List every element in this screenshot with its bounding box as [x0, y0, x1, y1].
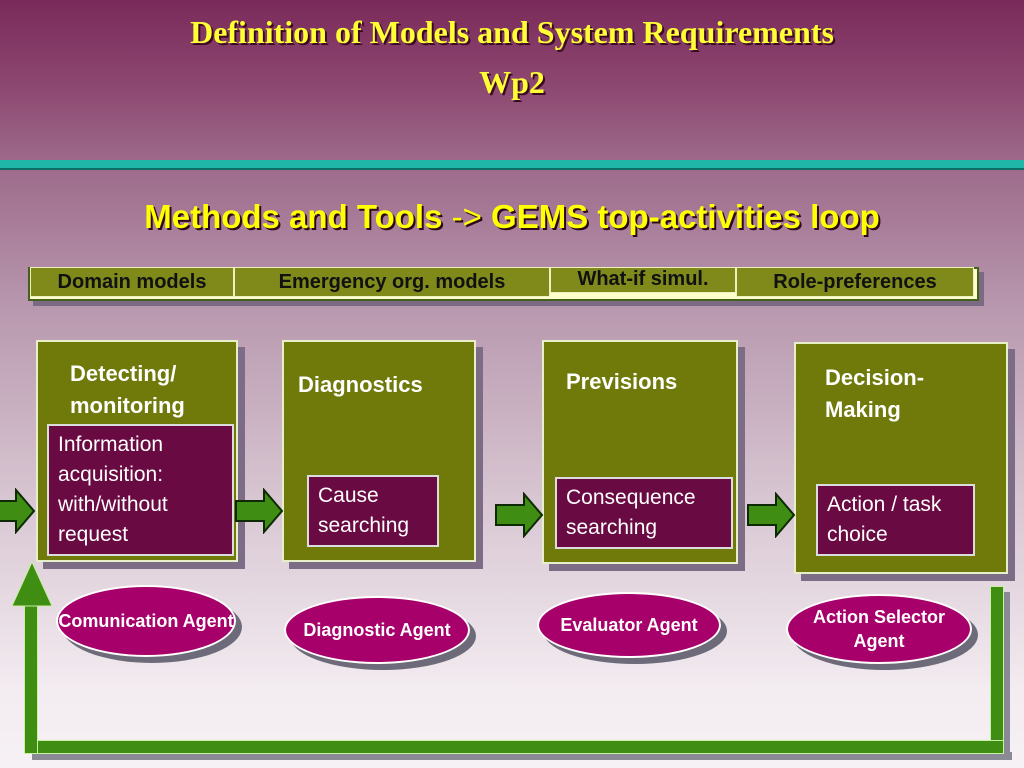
agent-action-selector: Action Selector Agent: [786, 594, 972, 664]
loop-shadow-right: [1002, 592, 1010, 760]
flow-arrow-in: [0, 488, 36, 534]
subtitle-part-2: GEMS top-activities loop: [481, 198, 880, 235]
activity-inner-diagnostics: Cause searching: [307, 475, 439, 547]
activity-inner-decision: Action / task choice: [816, 484, 975, 556]
activity-inner-detecting: Information acquisition: with/without re…: [47, 424, 234, 556]
activity-title-diagnostics: Diagnostics: [298, 372, 423, 397]
model-what-if: What-if simul.: [550, 267, 736, 293]
flow-arrow-3: [747, 492, 796, 538]
activity-title-decision: Decision-Making: [825, 365, 925, 422]
model-domain: Domain models: [30, 267, 234, 297]
flow-arrow-2: [495, 492, 544, 538]
model-role-preferences: Role-preferences: [736, 267, 974, 297]
subtitle-arrow: ->: [451, 198, 482, 235]
loop-up-arrowhead: [11, 560, 53, 607]
activity-title-previsions: Previsions: [566, 369, 678, 394]
title-line-2: Wp2: [479, 64, 545, 100]
model-emergency-org: Emergency org. models: [234, 267, 550, 297]
activity-inner-previsions: Consequence searching: [555, 477, 733, 549]
flow-arrow-1: [235, 488, 284, 534]
loop-bottom-segment: [24, 740, 1004, 754]
agent-communication: Comunication Agent: [56, 585, 236, 657]
loop-shadow: [32, 752, 1012, 760]
diagram-subtitle: Methods and Tools -> GEMS top-activities…: [0, 198, 1024, 236]
subtitle-part-1: Methods and Tools: [144, 198, 452, 235]
agent-evaluator: Evaluator Agent: [537, 592, 721, 658]
header-divider: [0, 160, 1024, 168]
activity-title-detecting: Detecting/ monitoring: [70, 361, 185, 418]
loop-left-segment: [24, 604, 38, 754]
agent-diagnostic: Diagnostic Agent: [284, 596, 470, 664]
title-line-1: Definition of Models and System Requirem…: [190, 14, 834, 50]
loop-right-segment: [990, 586, 1004, 754]
